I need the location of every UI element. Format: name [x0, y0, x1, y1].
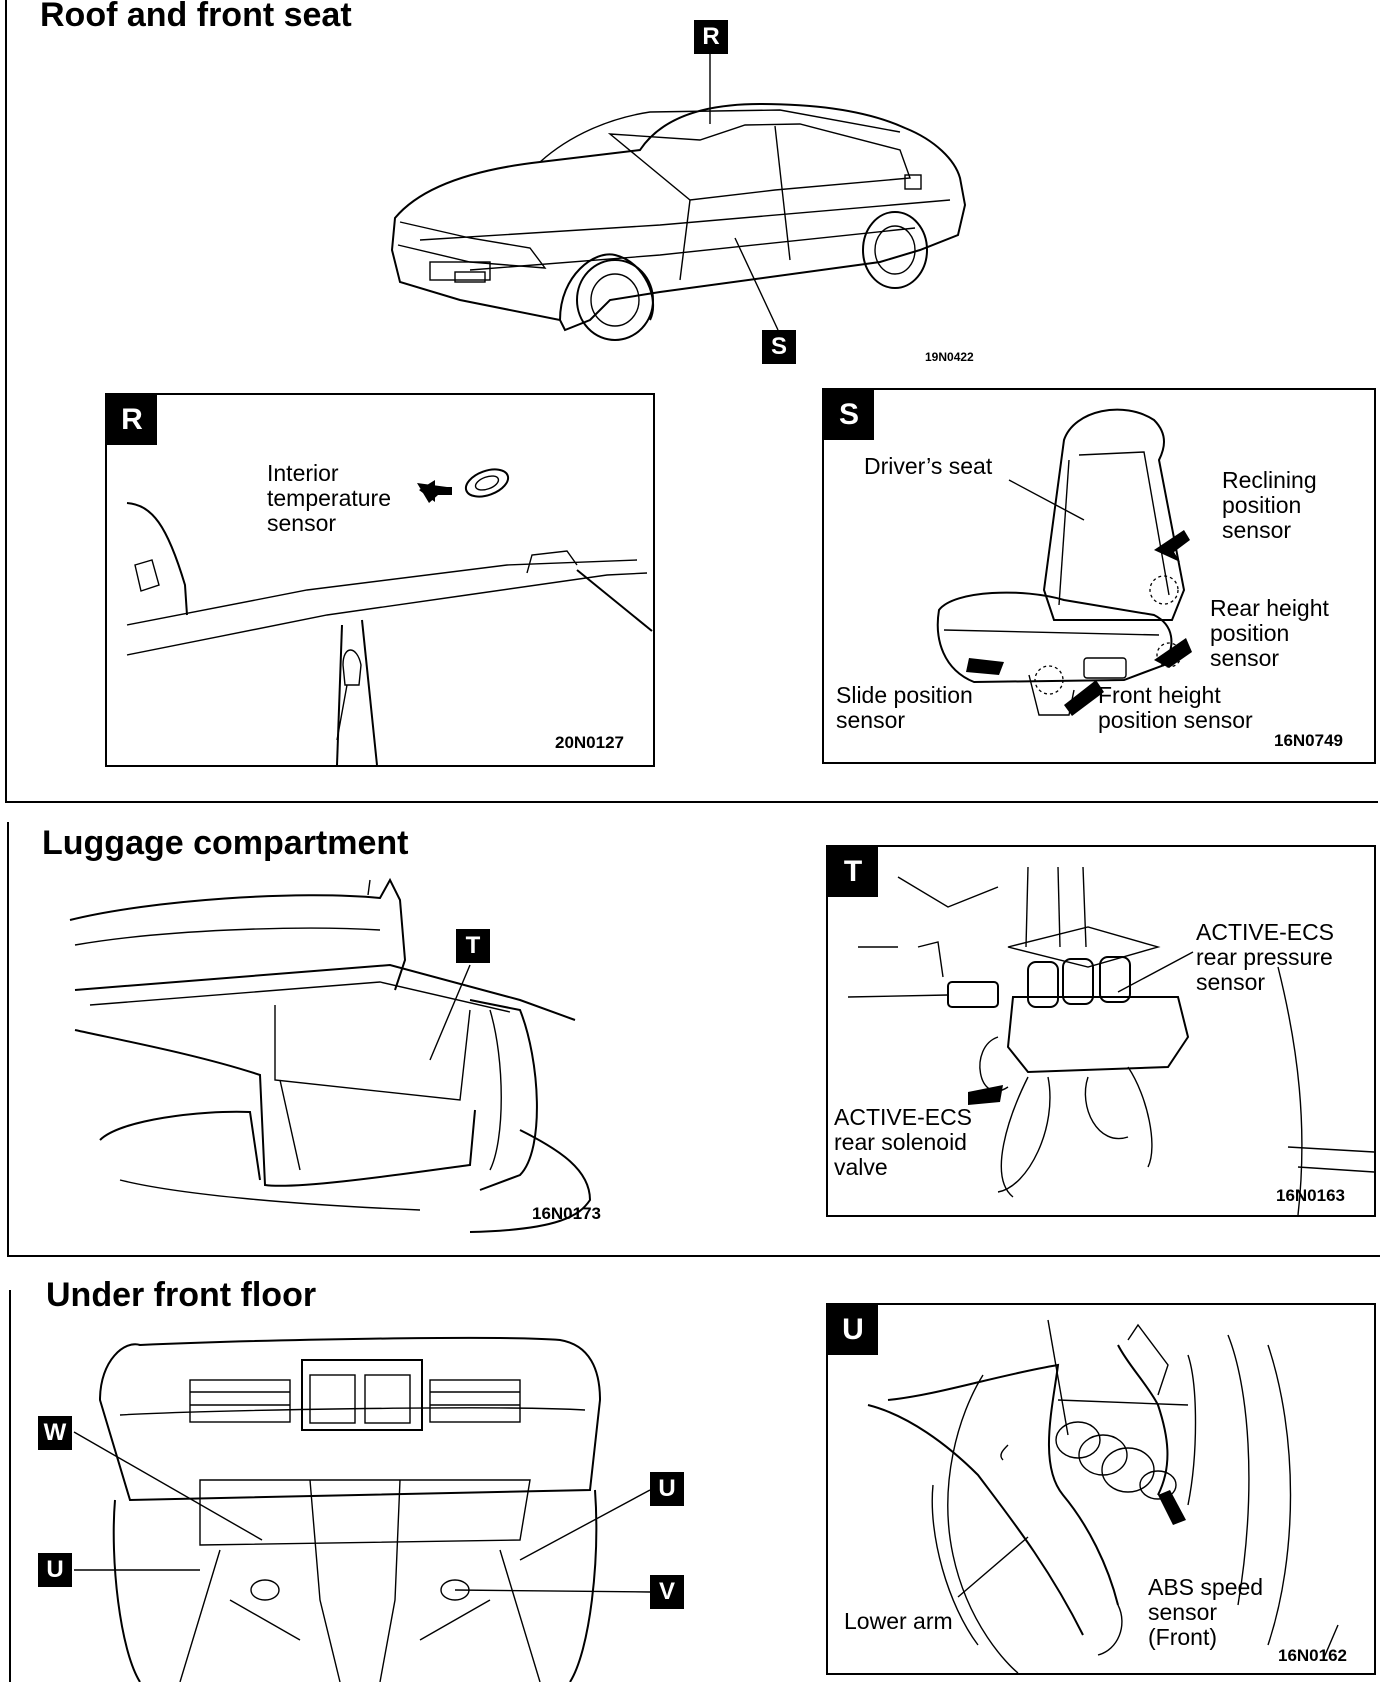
- drivers-seat-illustration: [936, 408, 1192, 716]
- figure-code-s: 16N0749: [1274, 731, 1344, 750]
- section-heading-under-floor: Under front floor: [46, 1276, 317, 1314]
- figure-code-u: 16N0162: [1278, 1646, 1348, 1665]
- label-abs-speed-sensor-front: ABS speed sensor (Front): [1148, 1574, 1264, 1650]
- abs-front-sensor-illustration: [867, 1319, 1339, 1673]
- overview-badge-w: W: [38, 1416, 72, 1450]
- overview-badge-u-left: U: [38, 1553, 72, 1587]
- active-ecs-valve-illustration: [847, 866, 1374, 1215]
- panel-badge-r: R: [107, 395, 157, 445]
- panel-u: U Lower arm ABS speed sensor (Front) 16N…: [826, 1303, 1376, 1675]
- overview-badge-s: S: [762, 330, 796, 364]
- figure-code-t: 16N0163: [1276, 1186, 1346, 1205]
- panel-badge-s: S: [824, 390, 874, 440]
- label-reclining-position-sensor: Reclining position sensor: [1222, 467, 1317, 543]
- panel-t: T ACTIVE-ECS rear pressure sensor ACTIVE…: [826, 845, 1376, 1217]
- label-drivers-seat: Driver’s seat: [864, 453, 993, 479]
- panel-r: R Interior temperature sensor 20N0127: [105, 393, 655, 767]
- figure-code-r: 20N0127: [555, 733, 625, 752]
- figure-code-overview-roof: 19N0422: [925, 350, 974, 364]
- overview-badge-t: T: [456, 929, 490, 963]
- label-active-ecs-rear-pressure-sensor: ACTIVE-ECS rear pressure sensor: [1196, 919, 1335, 995]
- section-heading-roof: Roof and front seat: [40, 0, 352, 34]
- label-slide-position-sensor: Slide position sensor: [836, 682, 973, 733]
- overview-badge-v: V: [650, 1575, 684, 1609]
- overview-badge-r: R: [694, 20, 728, 54]
- label-front-height-position-sensor: Front height position sensor: [1098, 682, 1253, 733]
- section-heading-luggage: Luggage compartment: [42, 824, 409, 862]
- roof-interior-illustration: [126, 468, 653, 765]
- label-rear-height-position-sensor: Rear height position sensor: [1210, 595, 1329, 671]
- figure-code-luggage-overview: 16N0173: [532, 1204, 602, 1223]
- panel-badge-t: T: [828, 847, 878, 897]
- label-lower-arm: Lower arm: [844, 1608, 953, 1634]
- overview-badge-u-right: U: [650, 1472, 684, 1506]
- label-interior-temperature-sensor: Interior temperature sensor: [267, 460, 392, 536]
- panel-s: S Driver’s seat Reclining position senso…: [822, 388, 1376, 764]
- label-active-ecs-rear-solenoid-valve: ACTIVE-ECS rear solenoid valve: [834, 1104, 973, 1180]
- panel-badge-u: U: [828, 1305, 878, 1355]
